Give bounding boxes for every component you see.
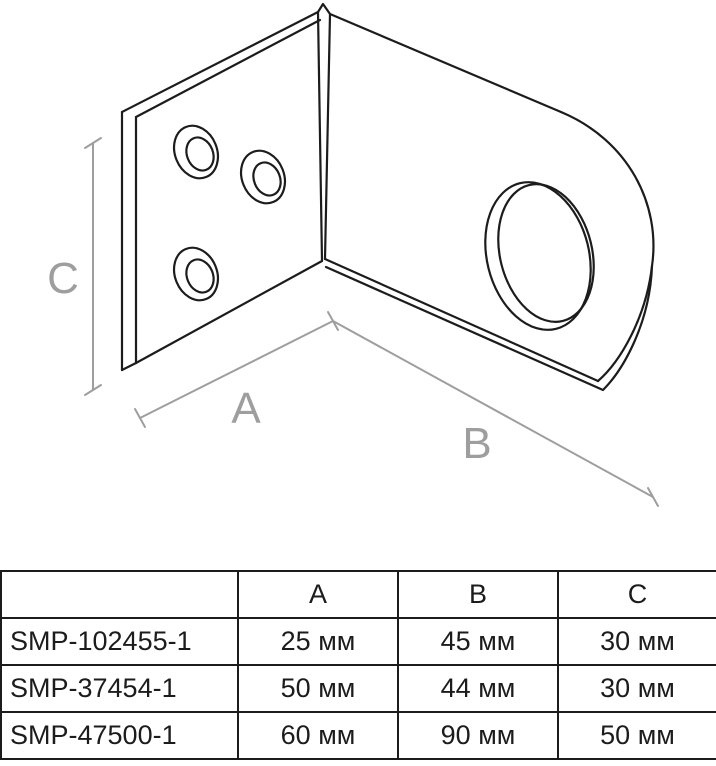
apex-edge xyxy=(316,2,332,16)
dimension-labels: C A B xyxy=(47,254,492,468)
mounting-hole-1-inner xyxy=(185,136,215,172)
model-cell: SMP-37454-1 xyxy=(0,664,239,713)
dimension-label-b: B xyxy=(462,419,491,468)
mounting-hole-1-outer xyxy=(172,124,220,180)
large-hole xyxy=(484,181,595,331)
dimension-line-b xyxy=(332,320,654,498)
dimension-tick-a-left xyxy=(134,408,146,428)
large-hole-outer xyxy=(484,181,592,331)
dimension-label-a: A xyxy=(231,384,261,433)
mounting-hole-3-outer xyxy=(172,246,220,302)
bracket-svg: C A B xyxy=(47,2,659,507)
left-plate-bottom-face-edge xyxy=(134,259,324,365)
bracket-outline xyxy=(120,2,655,392)
value-cell-a: 25 мм xyxy=(237,617,399,666)
value-cell-b: 45 мм xyxy=(397,617,559,666)
right-plate-rounded-end-face-arc xyxy=(559,110,655,383)
value-cell-b: 44 мм xyxy=(397,664,559,713)
bracket-drawing: C A B xyxy=(47,2,659,507)
left-plate-bottom-thickness-edge xyxy=(120,361,138,372)
value-cell-c: 30 мм xyxy=(557,617,716,666)
mounting-hole-2-outer xyxy=(239,149,287,205)
dimension-tick-c-top xyxy=(84,137,102,149)
right-plate-thickness-silhouette xyxy=(324,264,654,392)
right-plate-top-edge xyxy=(328,12,563,114)
dimension-tick-b-right xyxy=(647,487,659,507)
header-cell-c: C xyxy=(557,570,716,619)
dimension-line-a xyxy=(139,320,334,419)
table-row: SMP-102455-1 25 мм 45 мм 30 мм xyxy=(0,617,716,666)
dimension-tick-c-bottom xyxy=(84,384,102,396)
left-plate-top-outer-edge xyxy=(120,10,320,114)
value-cell-c: 30 мм xyxy=(557,664,716,713)
value-cell-c: 50 мм xyxy=(557,711,716,760)
mounting-hole-3-inner xyxy=(185,258,215,294)
bend-line-left xyxy=(316,10,324,263)
table-row: SMP-47500-1 60 мм 90 мм 50 мм xyxy=(0,711,716,760)
dimension-lines xyxy=(84,137,659,507)
left-plate-top-face-edge xyxy=(134,18,322,119)
right-plate-bottom-face-edge xyxy=(323,257,600,383)
mounting-holes xyxy=(172,124,287,302)
value-cell-a: 60 мм xyxy=(237,711,399,760)
value-cell-b: 90 мм xyxy=(397,711,559,760)
table-row: SMP-37454-1 50 мм 44 мм 30 мм xyxy=(0,664,716,713)
model-cell: SMP-102455-1 xyxy=(0,617,239,666)
spec-table-header-row: A B C xyxy=(0,570,716,619)
mounting-hole-2-inner xyxy=(252,161,282,197)
dimension-label-c: C xyxy=(47,254,79,303)
header-cell-b: B xyxy=(397,570,559,619)
bend-line-right xyxy=(323,12,332,261)
header-cell-a: A xyxy=(237,570,399,619)
large-hole-inner xyxy=(497,183,595,323)
header-cell-model xyxy=(0,570,239,619)
model-cell: SMP-47500-1 xyxy=(0,711,239,760)
value-cell-a: 50 мм xyxy=(237,664,399,713)
spec-table: A B C SMP-102455-1 25 мм 45 мм 30 мм SMP… xyxy=(0,570,716,760)
